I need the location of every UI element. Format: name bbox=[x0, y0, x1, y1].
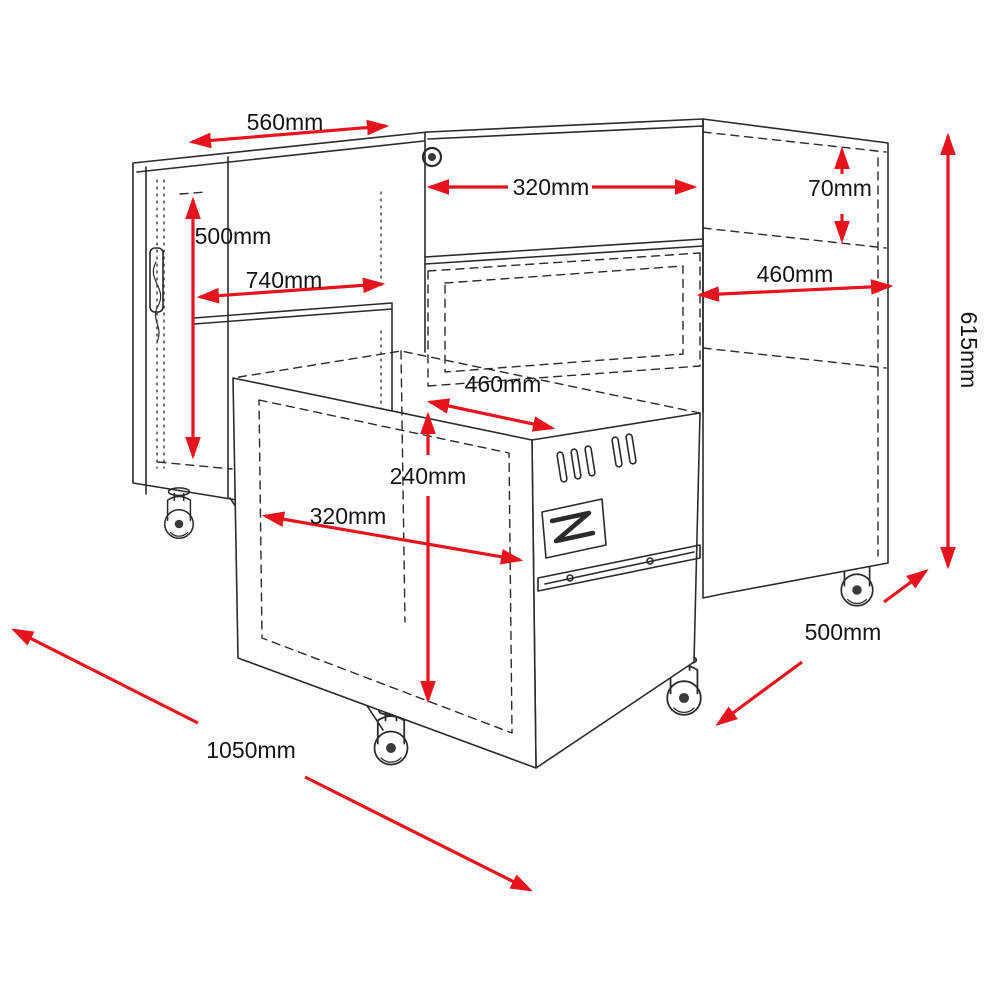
dim-label-top-drawer-height: 70mm bbox=[808, 175, 872, 201]
dim-label-overall-depth: 500mm bbox=[805, 619, 882, 645]
vent-slot-icon bbox=[570, 448, 582, 480]
dim-label-drawer-inner-height: 240mm bbox=[390, 463, 467, 489]
cabinet-line-art bbox=[132, 118, 889, 769]
hidden-edge-ticks bbox=[157, 191, 233, 470]
vent-slot-icon bbox=[556, 451, 568, 483]
dim-overall-depth-line-a bbox=[715, 660, 803, 726]
dim-side-opening-width-line bbox=[196, 277, 386, 304]
lock-ring bbox=[421, 146, 443, 168]
brand-zigzag-icon bbox=[549, 510, 596, 544]
dim-drawer-depth-line bbox=[426, 398, 556, 432]
drawer-top-hidden-edges bbox=[232, 350, 701, 623]
drawer-front-panel bbox=[232, 377, 537, 769]
dim-label-drawer-inner-width: 320mm bbox=[310, 503, 387, 529]
dim-label-overall-length: 1050mm bbox=[206, 737, 295, 763]
lock-cable-icon bbox=[152, 261, 162, 343]
dim-body-inner-depth-line bbox=[696, 279, 894, 302]
dim-overall-depth-line-b bbox=[883, 569, 929, 604]
drawer-front-hidden-inset bbox=[258, 399, 513, 734]
tambour-track-icon bbox=[156, 179, 165, 469]
dim-label-top-width: 560mm bbox=[247, 109, 324, 135]
dim-drawer-inner-width-line bbox=[261, 511, 524, 565]
drawer-side-vents bbox=[556, 433, 637, 483]
rail-roller-icon bbox=[566, 574, 574, 582]
dim-label-overall-height: 615mm bbox=[956, 312, 982, 389]
dimension-labels: 560mm 320mm 70mm 500mm 740mm 460mm 460mm… bbox=[195, 109, 982, 763]
dim-label-side-opening-height: 500mm bbox=[195, 223, 272, 249]
dim-label-body-inner-depth: 460mm bbox=[757, 261, 834, 287]
top-drawer-divider bbox=[424, 238, 704, 265]
lock-core bbox=[428, 153, 436, 161]
front-face-edges bbox=[424, 118, 704, 413]
dim-overall-length-line-b bbox=[304, 775, 534, 892]
dim-label-side-opening-width: 740mm bbox=[246, 267, 323, 293]
second-drawer-hidden-outline bbox=[427, 252, 701, 387]
rail-roller-icon bbox=[646, 557, 654, 565]
right-panel-hidden-lines bbox=[702, 131, 887, 557]
drawer-slide-rail bbox=[537, 544, 701, 592]
dim-top-width-line bbox=[188, 119, 390, 149]
vent-slot-icon bbox=[584, 445, 596, 477]
brand-plate-icon bbox=[541, 498, 607, 559]
tambour-handle-icon bbox=[149, 247, 164, 313]
dim-label-drawer-depth: 460mm bbox=[465, 371, 542, 397]
dimension-lines bbox=[11, 119, 956, 892]
vent-slot-icon bbox=[625, 433, 637, 465]
dim-label-top-drawer-width: 320mm bbox=[513, 174, 590, 200]
lock-icon bbox=[421, 146, 443, 168]
dim-overall-length-line-a bbox=[11, 628, 199, 725]
caster-left-icon bbox=[163, 487, 195, 540]
vent-slot-icon bbox=[611, 436, 623, 468]
